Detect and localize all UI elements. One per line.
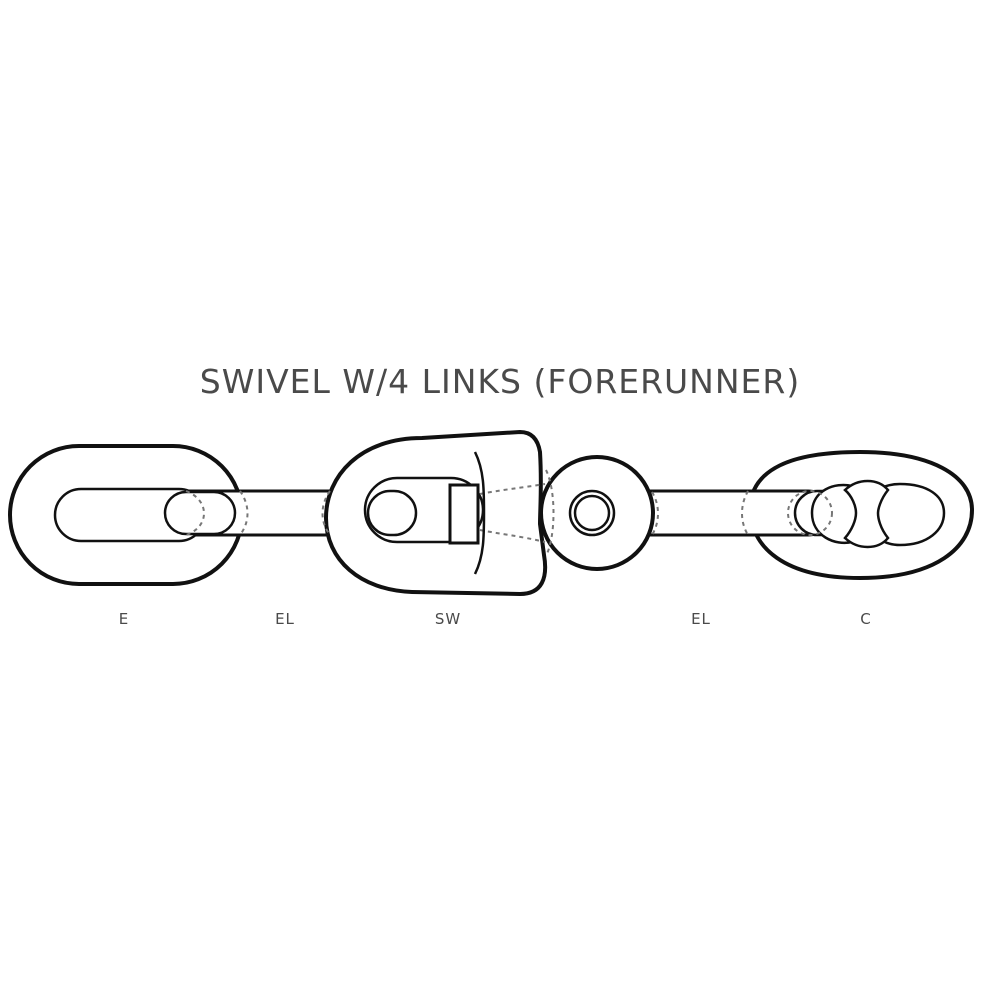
connecting-link-stud-center xyxy=(843,479,890,549)
swivel-eye-hole-rim xyxy=(573,494,611,532)
swivel-bracket xyxy=(473,451,486,575)
hidden-line-right-el xyxy=(741,490,749,536)
connecting-link-stud-right xyxy=(866,482,946,547)
label-c: C xyxy=(860,610,872,628)
enlarged-link-left-end xyxy=(163,490,237,536)
label-e: E xyxy=(118,610,130,628)
label-sw: SW xyxy=(434,610,462,628)
hidden-line-left-el-1 xyxy=(239,490,249,536)
hidden-line-left-el-2 xyxy=(321,490,331,536)
hidden-line-eye-left xyxy=(545,469,555,557)
hidden-line-eye-right xyxy=(651,491,659,536)
diagram-title: SWIVEL W/4 LINKS (FORERUNNER) xyxy=(199,362,801,401)
swivel-bolt-head xyxy=(448,483,480,545)
hidden-line-connecting-link xyxy=(787,490,833,536)
label-el-right: EL xyxy=(691,610,711,628)
hidden-line-swivel-top xyxy=(479,483,546,495)
label-el-left: EL xyxy=(275,610,295,628)
hidden-line-swivel-bottom xyxy=(479,529,546,543)
enlarged-link-left-inner-end xyxy=(366,489,418,537)
swivel-eye-hole xyxy=(568,489,616,537)
